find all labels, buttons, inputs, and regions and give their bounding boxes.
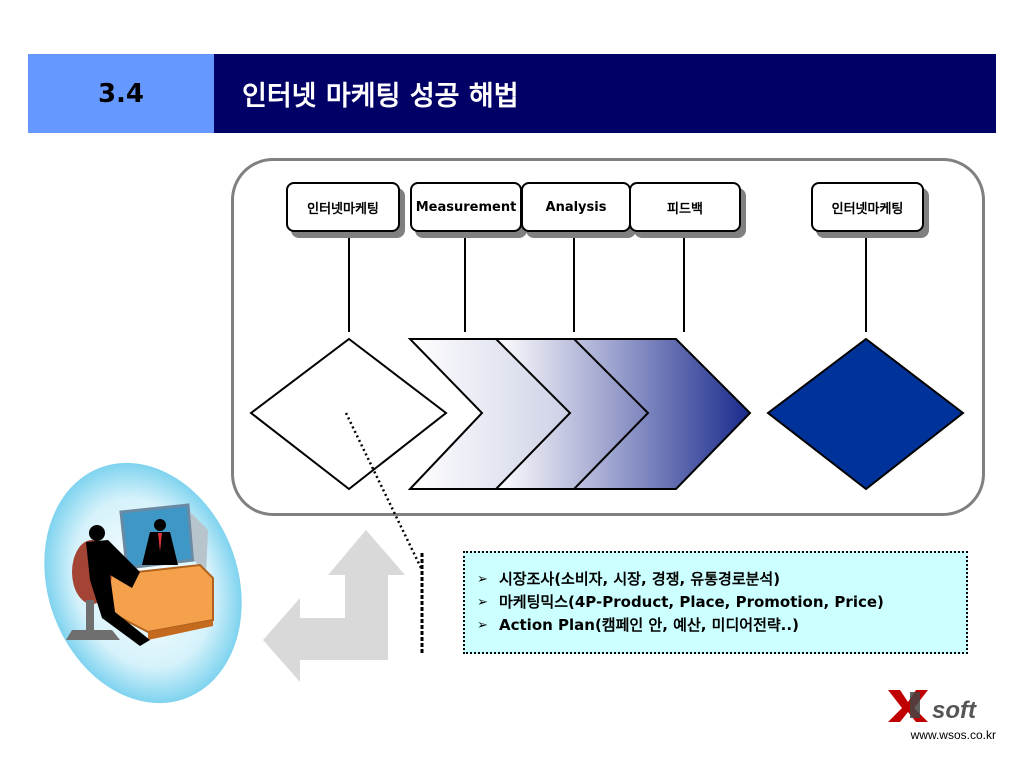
chevron-shape xyxy=(571,338,752,490)
logo-text: soft xyxy=(932,697,977,724)
dotted-connector xyxy=(344,412,424,571)
website-url: www.wsos.co.kr xyxy=(910,728,996,742)
bullet-item: ➢ 마케팅믹스(4P-Product, Place, Promotion, Pri… xyxy=(477,591,966,614)
arrow-bullet-icon: ➢ xyxy=(477,618,488,633)
stage-label-internet-marketing-end: 인터넷마케팅 xyxy=(811,182,924,232)
bullet-item: ➢ 시장조사(소비자, 시장, 경쟁, 유통경로분석) xyxy=(477,568,966,591)
bullet-text: Action Plan(캠페인 안, 예산, 미디어전략..) xyxy=(499,616,799,634)
businessman-clipart-icon xyxy=(44,462,242,704)
stage-label-measurement: Measurement xyxy=(410,182,522,232)
stage-label-feedback: 피드백 xyxy=(629,182,741,232)
stage-label-analysis: Analysis xyxy=(521,182,631,232)
end-diamond xyxy=(766,337,965,491)
bullet-item: ➢ Action Plan(캠페인 안, 예산, 미디어전략..) xyxy=(477,614,966,637)
section-number-text: 3.4 xyxy=(97,78,145,109)
company-logo: soft xyxy=(888,690,977,724)
start-diamond xyxy=(249,337,448,491)
return-arrow-icon xyxy=(263,530,405,682)
bullet-text: 마케팅믹스(4P-Product, Place, Promotion, Pric… xyxy=(499,593,884,611)
bullet-text: 시장조사(소비자, 시장, 경쟁, 유통경로분석) xyxy=(499,570,781,588)
marketing-steps-note: ➢ 시장조사(소비자, 시장, 경쟁, 유통경로분석) ➢ 마케팅믹스(4P-Pro… xyxy=(463,551,968,654)
arrow-bullet-icon: ➢ xyxy=(477,572,488,587)
stage-label-internet-marketing-start: 인터넷마케팅 xyxy=(286,182,400,232)
arrow-bullet-icon: ➢ xyxy=(477,595,488,610)
section-number: 3.4 xyxy=(28,54,214,133)
page-title: 인터넷 마케팅 성공 해법 xyxy=(242,81,519,112)
